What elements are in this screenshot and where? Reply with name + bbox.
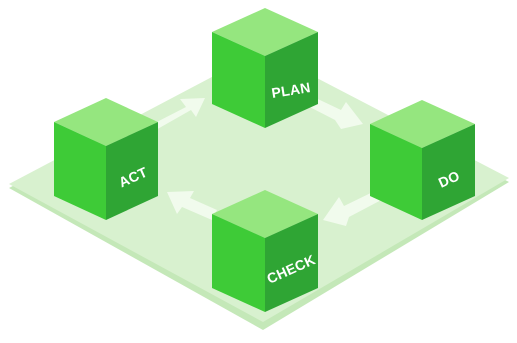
cube-act: ACT	[54, 98, 158, 220]
cube-act-left	[54, 122, 106, 220]
cube-do-left	[370, 124, 422, 220]
cube-check-right	[265, 214, 318, 312]
arrow-act-to-plan	[149, 98, 205, 131]
arrow-check-to-act	[167, 191, 217, 220]
cube-do: DO	[370, 100, 475, 220]
cube-check-left	[212, 214, 265, 312]
plan-label: PLAN	[270, 79, 311, 101]
cube-plan-left	[212, 32, 265, 128]
cube-plan-right	[265, 32, 318, 128]
cube-do-right	[422, 124, 475, 220]
cube-plan: PLAN	[212, 8, 318, 128]
cube-do-top	[370, 100, 475, 148]
cube-check: CHECK	[212, 190, 318, 312]
cube-act-right	[106, 122, 158, 220]
